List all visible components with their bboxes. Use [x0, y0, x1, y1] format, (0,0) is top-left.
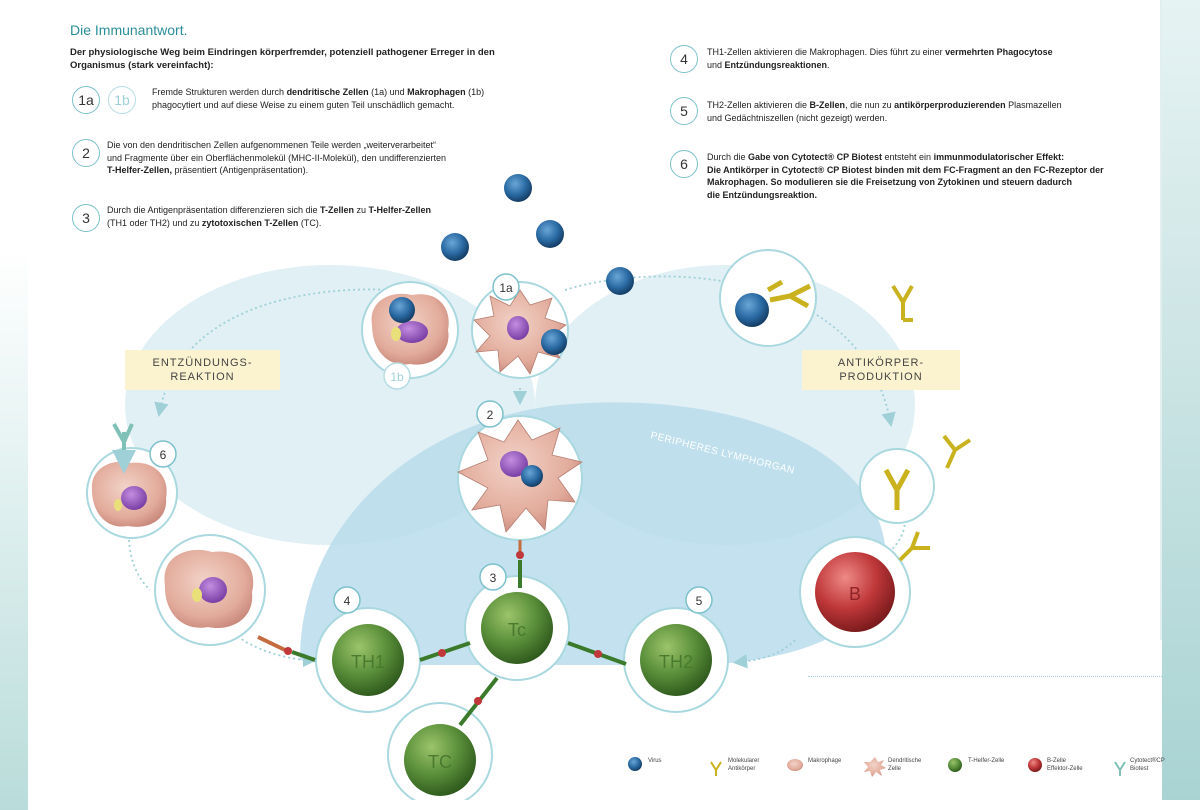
right-edge-gradient — [1162, 0, 1200, 800]
legend-b-cell: B-Zelle Effektor-Zelle — [1047, 757, 1083, 773]
antibody-virus-circle — [719, 249, 817, 347]
macrophage-lower-left — [154, 534, 266, 646]
macrophage-1b-cell — [361, 281, 459, 379]
th1-label: TH1 — [351, 652, 385, 672]
intro-text: Der physiologische Weg beim Eindringen k… — [70, 47, 495, 71]
step-6-number: 6 — [670, 150, 698, 178]
legend-virus: Virus — [648, 757, 662, 765]
peripheral-lymph-organ: PERIPHERES LYMPHORGAN — [300, 402, 886, 665]
separator-line — [808, 676, 1168, 677]
virus-icon — [536, 220, 564, 248]
legend-dendritic: Dendritische Zelle — [888, 757, 921, 773]
step-4-number: 4 — [670, 45, 698, 73]
virus-icon — [606, 267, 634, 295]
legend-cytotect-label: Cytotect®CP Biotest — [1130, 758, 1165, 772]
step-6-text: Durch die Gabe von Cytotect® CP Biotest … — [707, 152, 1104, 200]
diagram-number-1b: 1b — [390, 370, 404, 384]
legend-antibody-label: Molekularer Antikörper — [728, 758, 760, 772]
diagram-number-1a: 1a — [499, 281, 513, 295]
th2-label: TH2 — [659, 652, 693, 672]
legend-icons — [628, 757, 1126, 777]
step-2-text: Die von den dendritischen Zellen aufgeno… — [107, 140, 446, 175]
cytotect-antibody-icon — [1114, 761, 1126, 776]
legend-t-helper: T-Helfer-Zelle — [968, 757, 1004, 765]
step-5-text: TH2-Zellen aktivieren die B-Zellen, die … — [707, 100, 1062, 123]
diagram-number-5-circle — [685, 586, 713, 614]
virus-icon — [628, 757, 642, 771]
diagram-number-2-circle — [476, 400, 504, 428]
diagram-number-1a-circle — [492, 273, 520, 301]
free-antibody-middle — [942, 434, 972, 469]
antibody-circle — [859, 448, 935, 524]
legend-antibody: Molekularer Antikörper — [728, 757, 759, 773]
legend-macrophage-label: Makrophage — [808, 758, 842, 764]
tc-cell: TC — [387, 702, 493, 800]
macrophage-icon — [787, 759, 803, 771]
t-cell-center-label: Tc — [508, 620, 526, 640]
diagram-number-3-circle — [479, 563, 507, 591]
page-title: Die Immunantwort. — [70, 22, 188, 38]
diagram-number-6-circle — [149, 440, 177, 468]
free-antibody-top — [891, 284, 914, 322]
macrophage-6 — [86, 423, 178, 539]
inflammation-label: ENTZÜNDUNGS- REAKTION — [125, 350, 280, 390]
tc-label: TC — [428, 752, 452, 772]
legend-b-cell-label: B-Zelle Effektor-Zelle — [1047, 758, 1083, 772]
diagram-number-2: 2 — [487, 408, 494, 422]
virus-icon — [504, 174, 532, 202]
antibody-label-line-1: ANTIKÖRPER- — [837, 357, 925, 369]
virus-particles — [441, 174, 634, 295]
dendritic-cell-2 — [457, 415, 583, 559]
diagram-number-4-circle — [333, 586, 361, 614]
inflammation-label-line-2: REAKTION — [170, 371, 235, 383]
th2-cell: TH2 — [623, 607, 729, 713]
t-helper-cell-icon — [948, 758, 962, 772]
right-edge-line — [1160, 0, 1162, 640]
virus-icon — [441, 233, 469, 261]
inflammation-label-line-1: ENTZÜNDUNGS- — [152, 357, 253, 369]
diagram-number-6: 6 — [160, 448, 167, 462]
dendritic-cell-1a — [471, 281, 569, 379]
step-1b-number: 1b — [108, 86, 136, 114]
diagram-number-1b-circle — [383, 362, 411, 390]
th1-cell: TH1 — [315, 607, 421, 713]
antibody-icon — [710, 761, 722, 776]
step-4-text: TH1-Zellen aktivieren die Makrophagen. D… — [707, 47, 1053, 70]
left-edge-gradient — [0, 250, 28, 810]
legend-cytotect: Cytotect®CP Biotest — [1130, 757, 1165, 773]
legend-virus-label: Virus — [648, 758, 662, 764]
antibody-production-label: ANTIKÖRPER- PRODUKTION — [802, 350, 960, 390]
legend-macrophage: Makrophage — [808, 757, 841, 765]
b-cell-label: B — [849, 584, 861, 604]
step-1a-number: 1a — [72, 86, 100, 114]
diagram-number-3: 3 — [490, 571, 497, 585]
b-cell-icon — [1028, 758, 1042, 772]
diagram-number-4: 4 — [344, 594, 351, 608]
step-1-text: Fremde Strukturen werden durch dendritis… — [152, 87, 485, 110]
step-2-number: 2 — [72, 139, 100, 167]
diagram-number-5: 5 — [696, 594, 703, 608]
legend-t-helper-label: T-Helfer-Zelle — [968, 758, 1005, 764]
antibody-label-line-2: PRODUKTION — [839, 371, 923, 383]
receptor-connectors — [257, 635, 627, 727]
b-cell: B — [799, 531, 930, 648]
t-cell-center: Tc — [464, 560, 570, 681]
dendritic-cell-icon — [864, 757, 886, 777]
legend-dendritic-label: Dendritische Zelle — [888, 758, 922, 772]
step-5-number: 5 — [670, 97, 698, 125]
step-3-text: Durch die Antigenpräsentation differenzi… — [107, 205, 432, 228]
step-3-number: 3 — [72, 204, 100, 232]
